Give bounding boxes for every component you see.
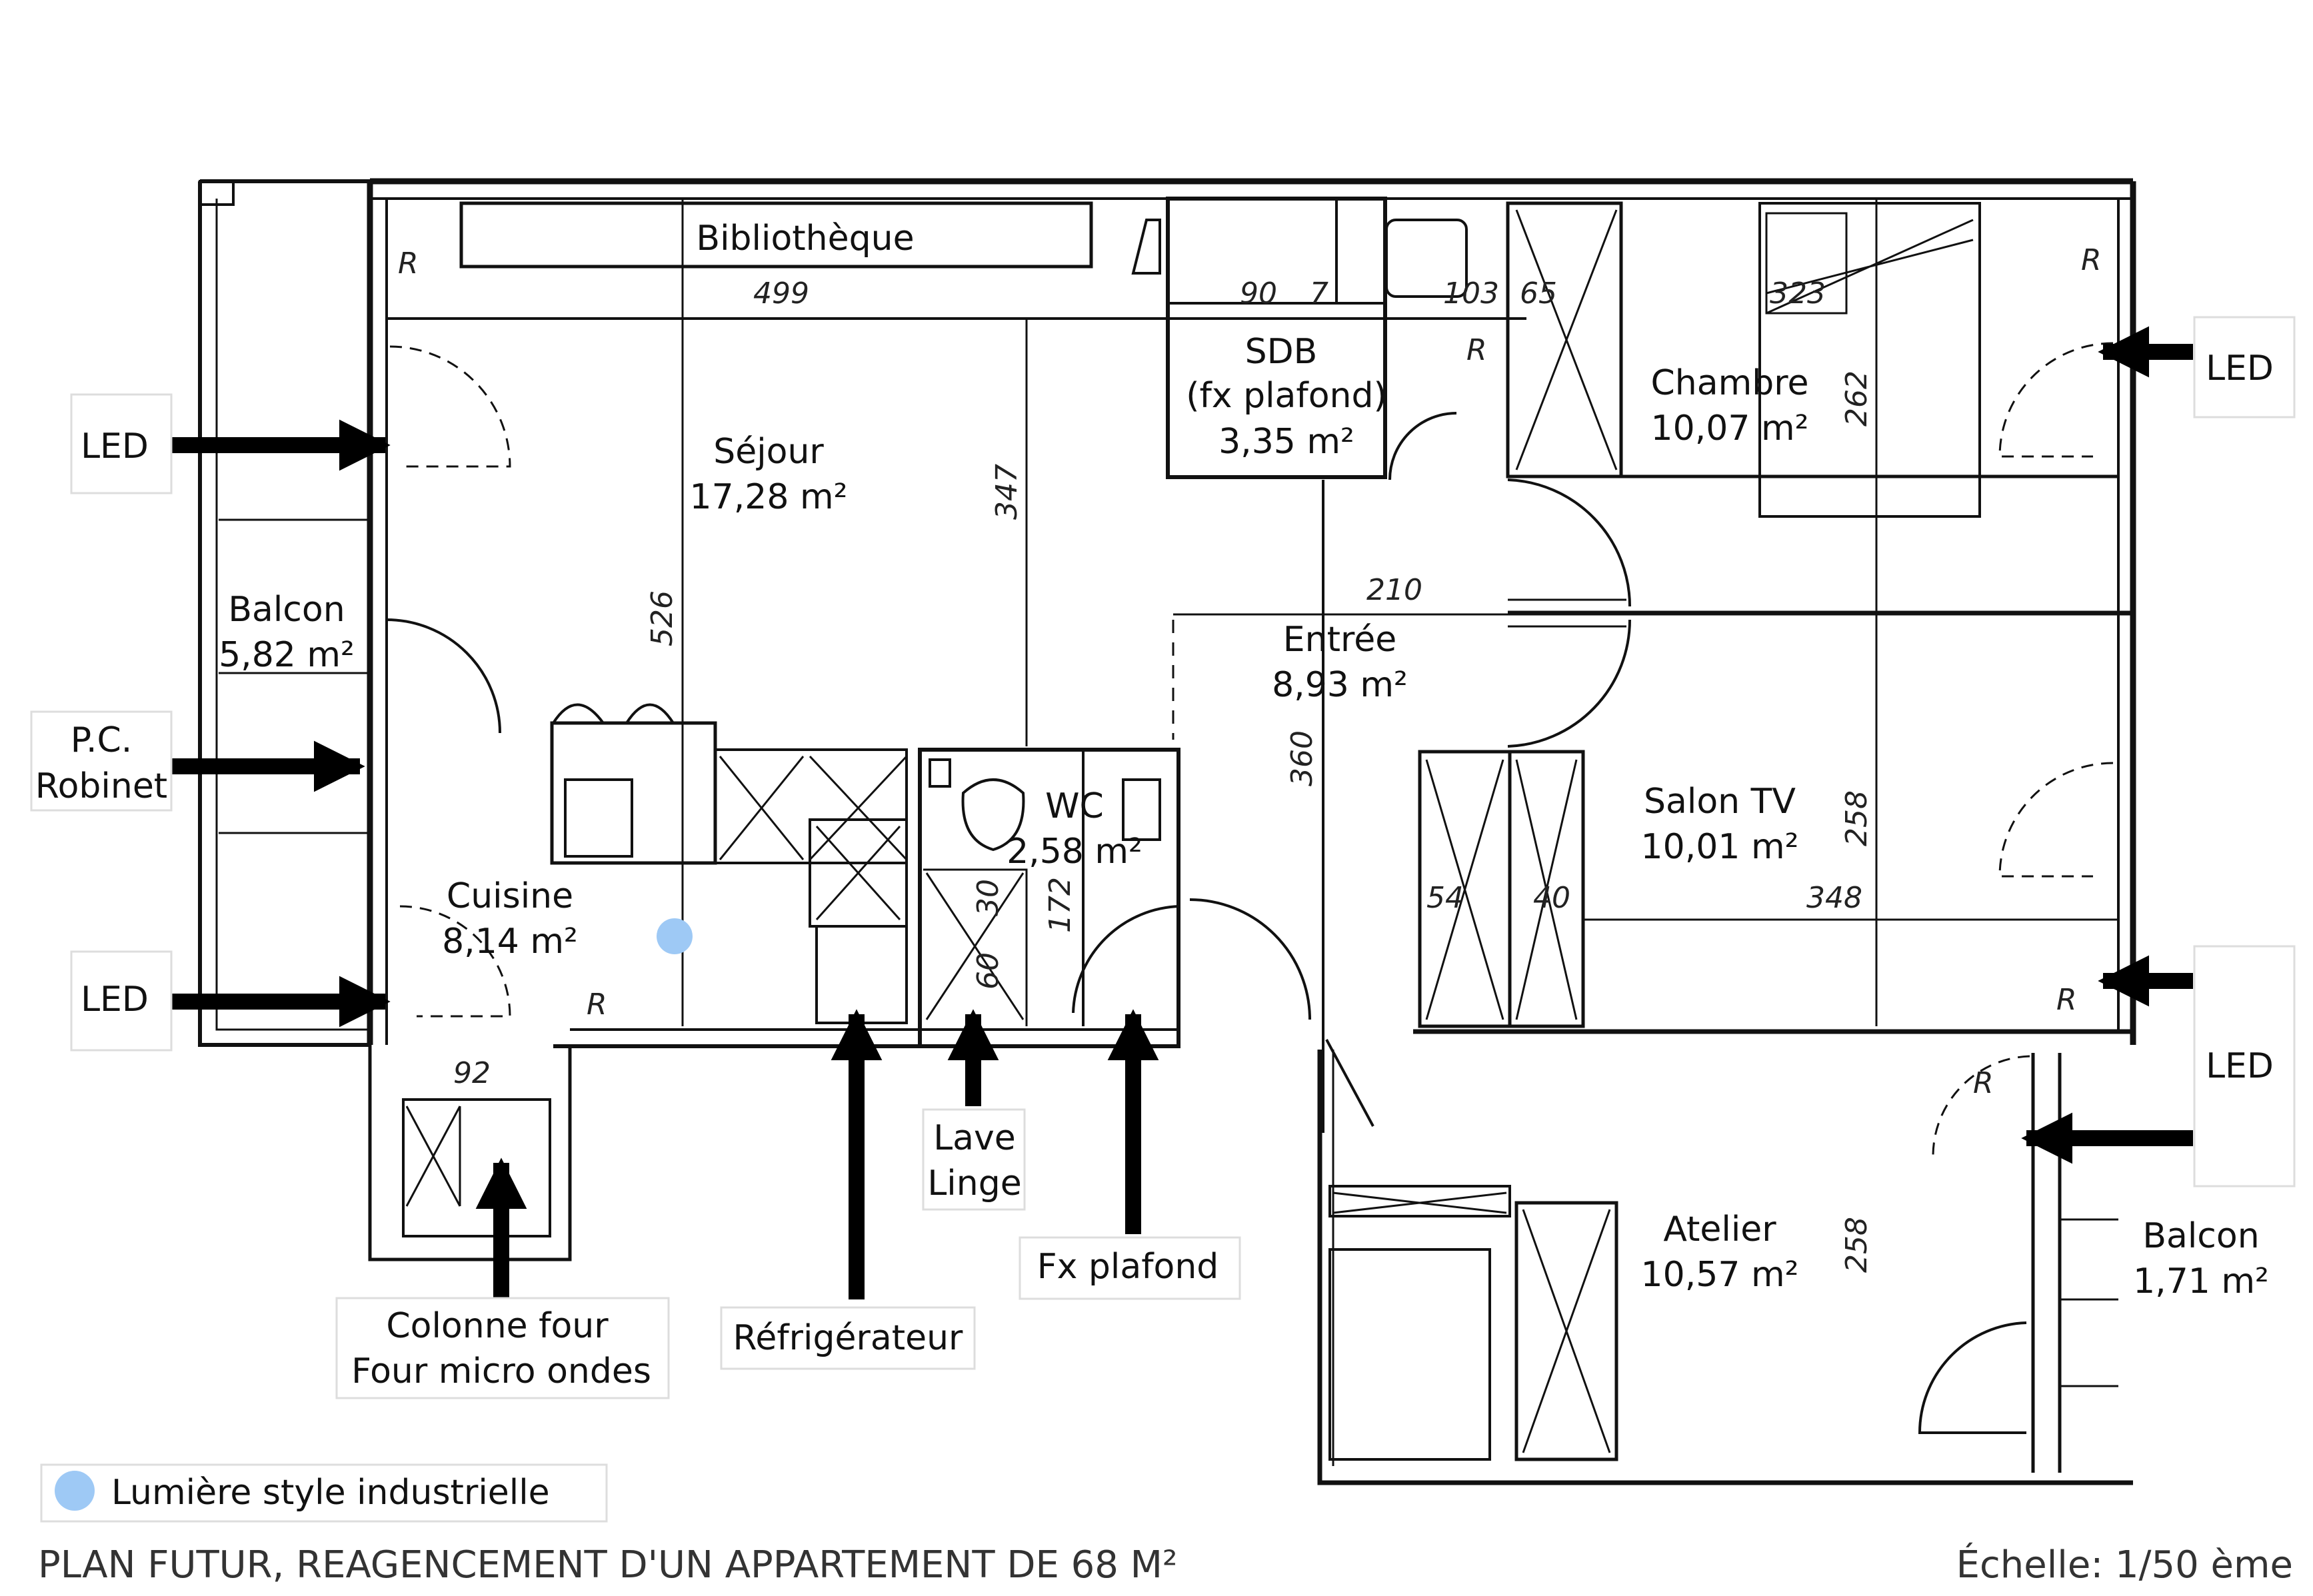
room-name-bibliotheque: Bibliothèque (696, 219, 914, 259)
room-area-balcon-west: 5,82 m² (219, 635, 355, 675)
room-name-atelier: Atelier (1663, 1209, 1776, 1249)
dimension-label: 60 (971, 952, 1005, 990)
dimension-label: 499 (753, 277, 809, 311)
plan-scale: Échelle: 1/50 ème (1956, 1543, 2293, 1587)
dimension-labels: 499 90 7 103 65 323 262 347 526 210 360 … (453, 277, 1874, 1273)
room-name-entree: Entrée (1283, 620, 1396, 660)
door-swings (386, 342, 2114, 1434)
callout-labels: LED P.C. Robinet LED LED LED Colonne fou… (35, 349, 2274, 1391)
radiator-marks: R R R R R R (398, 243, 2102, 1100)
callout-led-right-top: LED (2206, 349, 2274, 389)
room-name-cuisine: Cuisine (447, 876, 573, 916)
room-name-balcon-west: Balcon (228, 590, 345, 630)
dimension-label: 323 (1770, 277, 1826, 311)
callout-arrows (172, 326, 2193, 1299)
callout-pc: P.C. (71, 720, 133, 760)
room-labels: Bibliothèque Séjour 17,28 m² SDB (fx pla… (219, 219, 2269, 1301)
radiator-mark: R (1466, 333, 1487, 367)
plan-title: PLAN FUTUR, REAGENCEMENT D'UN APPARTEMEN… (38, 1543, 1177, 1587)
dimension-label: 347 (990, 464, 1024, 520)
callout-four-micro-ondes: Four micro ondes (351, 1351, 651, 1391)
callout-led-left-top: LED (81, 426, 149, 466)
room-area-salon-tv: 10,01 m² (1641, 827, 1799, 867)
dimension-label: 54 (1426, 881, 1464, 915)
dimension-label: 348 (1806, 881, 1862, 915)
room-area-wc: 2,58 m² (1007, 832, 1143, 872)
room-name-balcon-east: Balcon (2142, 1216, 2259, 1256)
room-area-balcon-east: 1,71 m² (2133, 1261, 2269, 1301)
room-note-sdb: (fx plafond) (1186, 376, 1387, 416)
dimension-label: 40 (1533, 881, 1570, 915)
room-area-sejour: 17,28 m² (690, 477, 848, 517)
callout-robinet: Robinet (35, 766, 167, 806)
radiator-mark: R (2056, 983, 2077, 1017)
dimension-label: 262 (1840, 371, 1874, 426)
callout-led-right-bottom: LED (2206, 1046, 2274, 1086)
room-area-chambre: 10,07 m² (1651, 408, 1809, 448)
dimension-label: 210 (1366, 573, 1422, 607)
callout-refrigerateur: Réfrigérateur (733, 1318, 964, 1358)
room-name-salon-tv: Salon TV (1644, 782, 1796, 822)
callout-lave: Lave (933, 1118, 1016, 1158)
radiator-mark: R (398, 247, 419, 281)
room-area-atelier: 10,57 m² (1641, 1255, 1799, 1295)
legend: Lumière style industrielle (55, 1471, 550, 1513)
callout-boxes (30, 316, 2296, 1523)
room-name-chambre: Chambre (1650, 363, 1808, 403)
room-area-entree: 8,93 m² (1272, 665, 1408, 705)
dimension-label: 90 (1240, 277, 1277, 311)
legend-light-icon (55, 1471, 95, 1511)
callout-colonne-four: Colonne four (386, 1306, 609, 1346)
radiator-mark: R (1973, 1066, 1994, 1100)
callout-linge: Linge (927, 1164, 1021, 1203)
dimension-label: 65 (1520, 277, 1557, 311)
dimension-label: 526 (645, 590, 679, 646)
dimension-label: 7 (1310, 277, 1328, 311)
callout-fx-plafond: Fx plafond (1037, 1247, 1219, 1287)
room-name-sejour: Séjour (713, 432, 824, 472)
callout-led-left-bottom: LED (81, 980, 149, 1020)
legend-label: Lumière style industrielle (111, 1473, 550, 1513)
radiator-mark: R (2081, 243, 2102, 277)
room-area-cuisine: 8,14 m² (442, 922, 578, 962)
dimension-label: 360 (1285, 730, 1319, 786)
room-name-sdb: SDB (1245, 332, 1318, 372)
dimension-label: 103 (1443, 277, 1499, 311)
dimension-label: 172 (1043, 877, 1077, 933)
dimension-label: 258 (1840, 1217, 1874, 1273)
radiator-mark: R (587, 988, 607, 1022)
room-area-sdb: 3,35 m² (1218, 422, 1354, 462)
dimension-label: 258 (1840, 790, 1874, 846)
dimension-label: 30 (971, 879, 1005, 916)
room-name-wc: WC (1045, 786, 1104, 826)
dimension-label: 92 (453, 1056, 491, 1090)
industrial-light-marker (657, 918, 693, 954)
